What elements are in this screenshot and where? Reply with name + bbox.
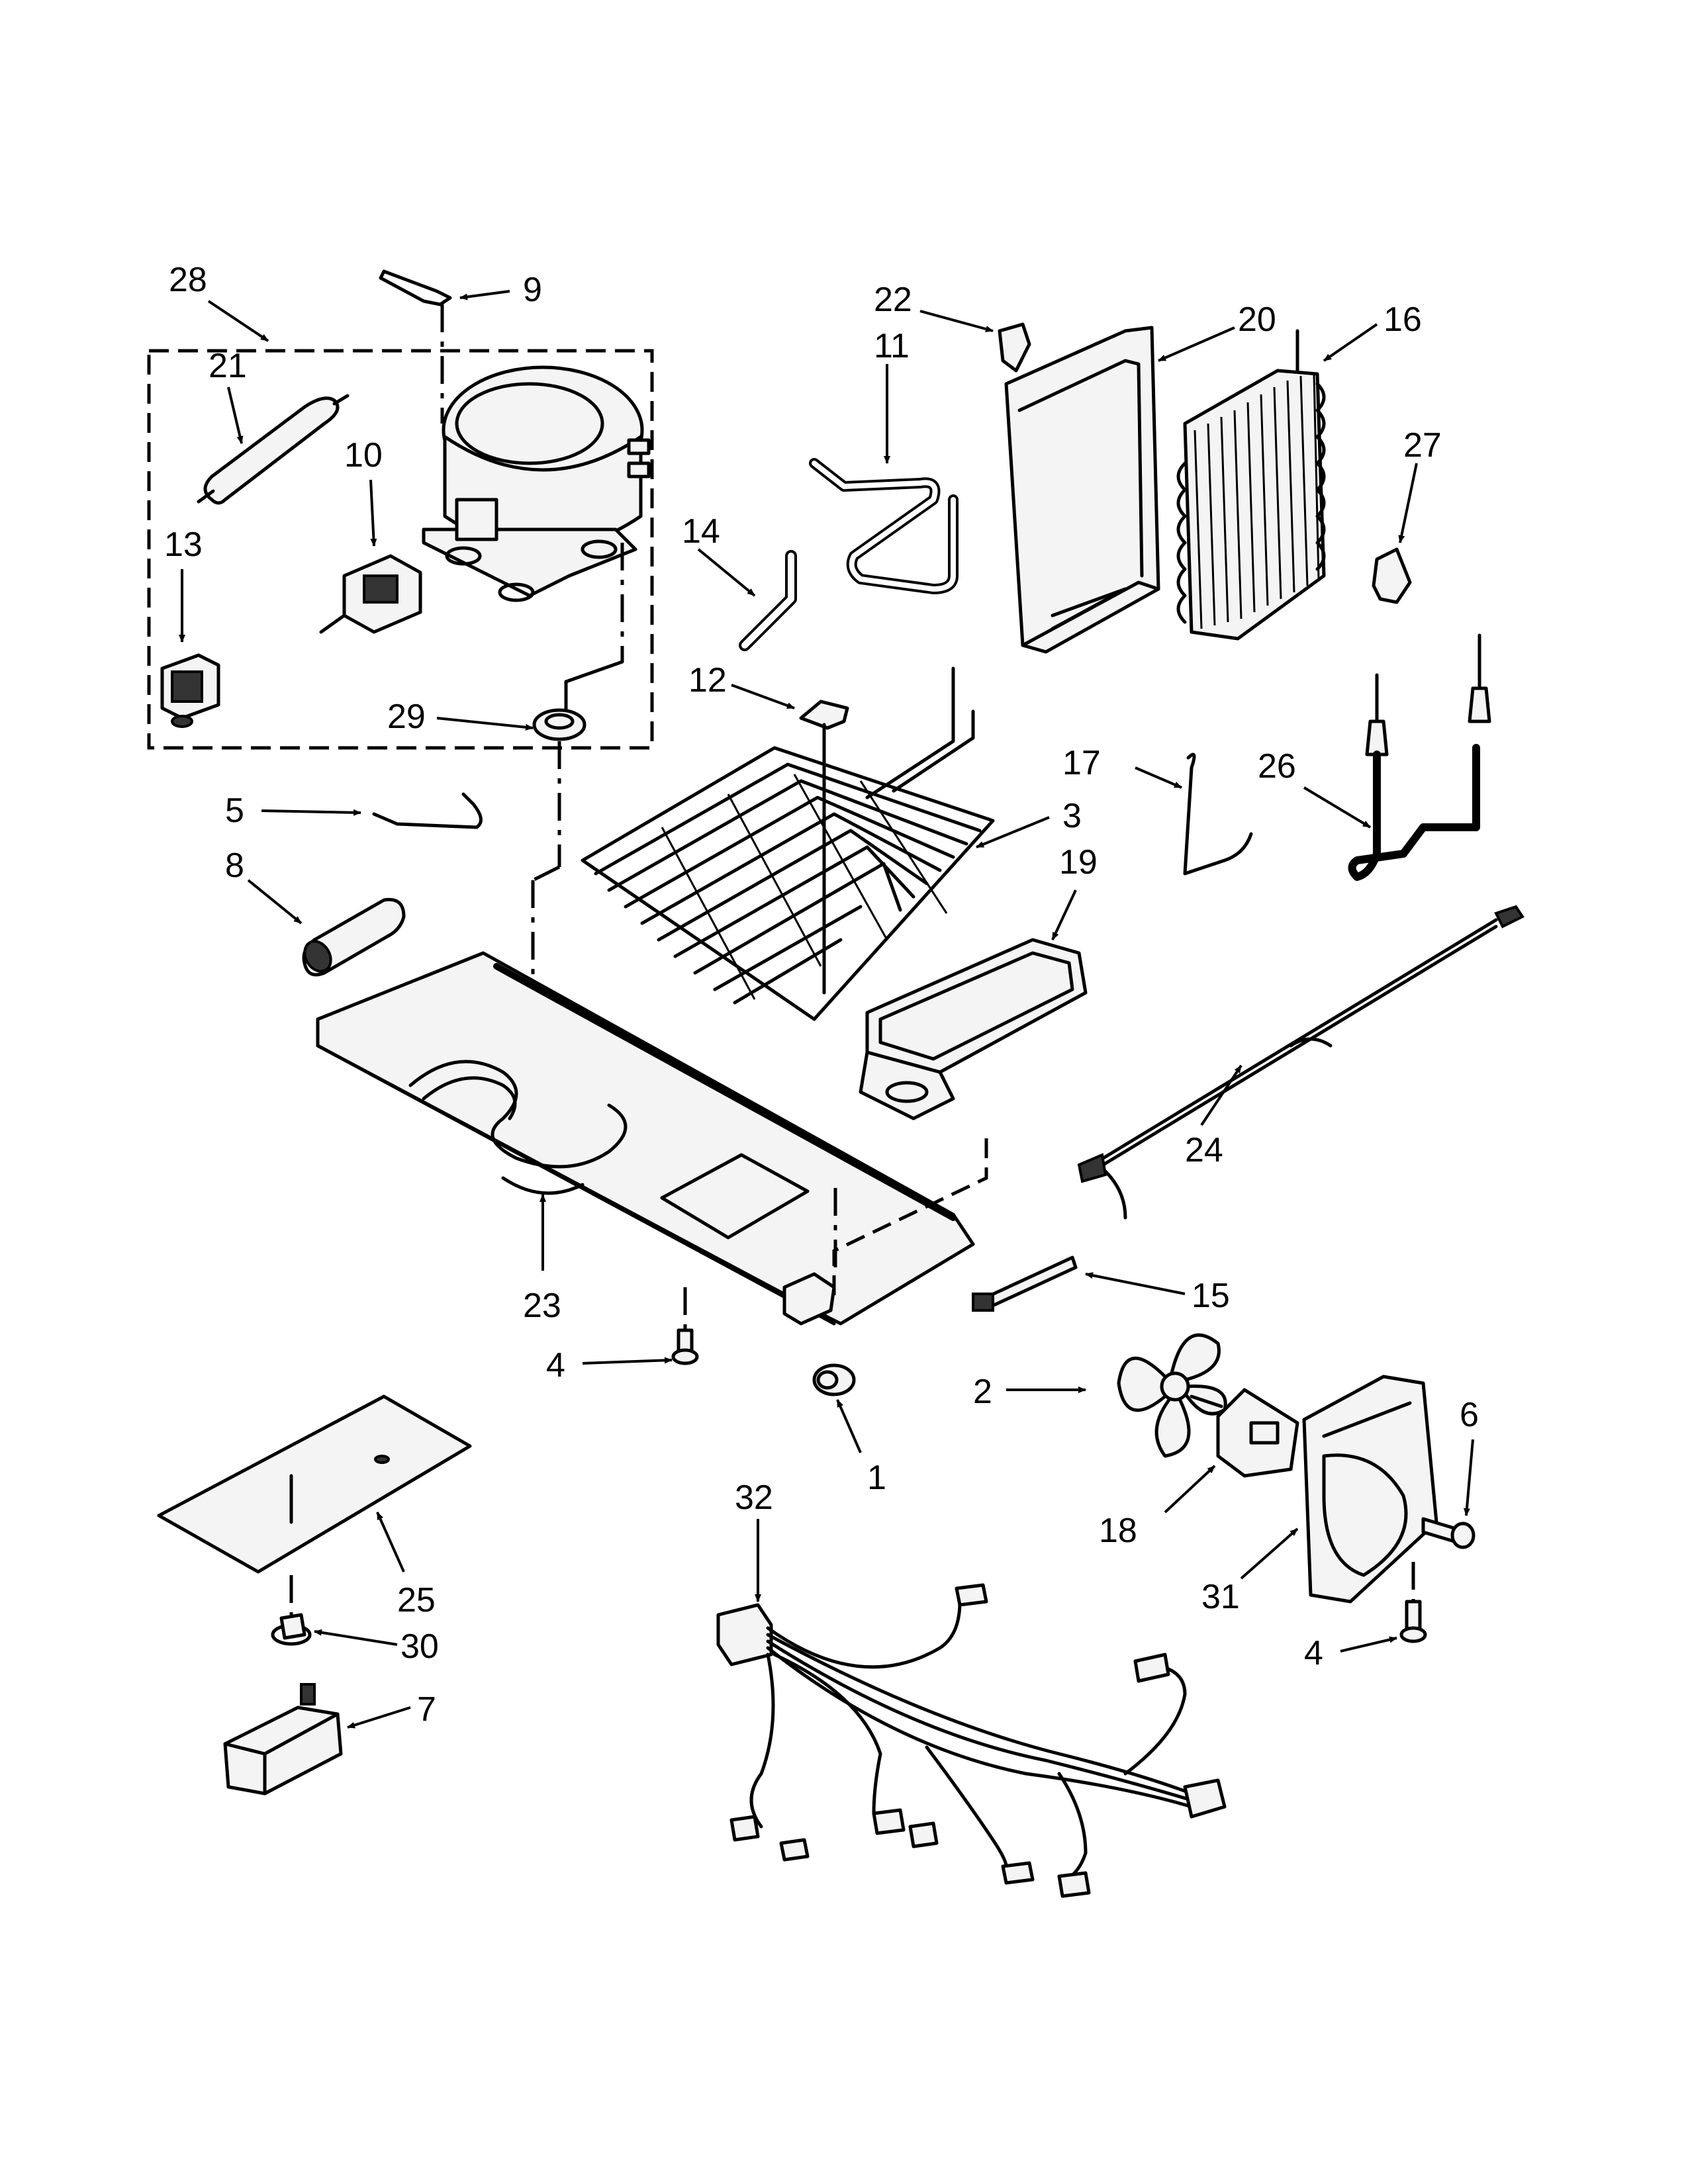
callout-6: 6 [1460, 1396, 1479, 1434]
callout-24: 24 [1185, 1131, 1223, 1169]
fan-motor-18 [1190, 1388, 1299, 1478]
callout-30: 30 [400, 1627, 439, 1666]
clip-5 [372, 792, 483, 829]
control-7 [223, 1683, 343, 1796]
callout-19: 19 [1059, 843, 1098, 882]
clip-22 [998, 322, 1031, 373]
callout-8: 8 [225, 846, 244, 885]
overload-13 [160, 653, 220, 728]
heat-exchanger-26 [1348, 633, 1491, 881]
clip-30 [271, 1613, 312, 1646]
callout-16: 16 [1383, 300, 1422, 339]
bracket-31 [1302, 1375, 1438, 1604]
callout-4-lower: 4 [1304, 1634, 1323, 1672]
thermistor-harness-24 [1077, 905, 1524, 1220]
drain-pan-19 [859, 938, 1088, 1120]
callout-22: 22 [874, 281, 912, 319]
callout-3: 3 [1062, 797, 1082, 835]
clip-9 [379, 269, 452, 424]
callout-2: 2 [973, 1373, 992, 1411]
screw-6 [1421, 1517, 1476, 1549]
callout-13: 13 [164, 525, 203, 564]
tube-14 [739, 550, 797, 651]
drier-21 [197, 394, 350, 505]
callout-31: 31 [1201, 1578, 1240, 1616]
condenser-3 [581, 666, 995, 1021]
screw-4-upper [671, 1287, 699, 1365]
callout-29: 29 [387, 698, 426, 736]
callout-5: 5 [225, 792, 244, 830]
evaporator-cover-20 [1004, 326, 1160, 654]
callout-20: 20 [1238, 300, 1276, 339]
callout-32: 32 [735, 1479, 773, 1517]
evaporator-16 [1176, 329, 1326, 641]
screw-4-lower [1399, 1562, 1427, 1643]
callout-9: 9 [523, 271, 542, 309]
callout-labels: 28 9 21 10 13 29 5 8 22 11 14 12 20 16 2… [164, 261, 1479, 1729]
base-plate-23 [316, 951, 975, 1326]
callout-21: 21 [209, 347, 247, 385]
fan-blade-2 [1117, 1333, 1227, 1458]
clip-27 [1372, 547, 1412, 604]
tube-17 [1183, 752, 1253, 876]
compressor-group-box [147, 349, 654, 750]
callout-26: 26 [1258, 747, 1296, 786]
relay-10 [319, 554, 422, 634]
callout-28: 28 [169, 261, 207, 299]
callout-1: 1 [867, 1459, 886, 1497]
sleeve-8 [302, 897, 406, 977]
callout-25: 25 [397, 1581, 436, 1619]
callout-15: 15 [1192, 1277, 1230, 1315]
leader-lines [179, 290, 1474, 1729]
callout-23: 23 [523, 1287, 561, 1325]
callout-18: 18 [1099, 1512, 1137, 1550]
callout-11: 11 [874, 327, 910, 365]
tube-11 [809, 458, 959, 594]
compressor [422, 365, 651, 662]
wire-harness-32 [716, 1583, 1227, 1898]
callout-14: 14 [682, 512, 720, 551]
callout-17: 17 [1062, 744, 1101, 782]
bushing-1 [812, 1363, 856, 1396]
callout-7: 7 [417, 1690, 436, 1729]
callout-27: 27 [1403, 426, 1442, 465]
tie-strap-15 [972, 1255, 1078, 1312]
callout-10: 10 [344, 436, 383, 475]
insulation-25 [157, 1394, 472, 1615]
callout-12: 12 [688, 661, 727, 700]
callout-4-upper: 4 [546, 1346, 565, 1385]
